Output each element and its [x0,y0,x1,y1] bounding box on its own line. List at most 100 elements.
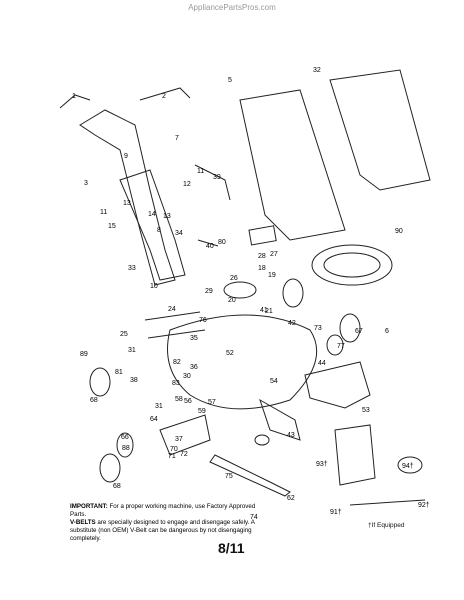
label-33: 33 [128,265,136,272]
label-15: 15 [108,223,116,230]
label-53: 53 [362,407,370,414]
handle-bar-left [59,94,91,109]
label-20: 20 [228,297,236,304]
label-89: 89 [80,351,88,358]
label-76: 76 [199,317,207,324]
footnote: †If Equipped [368,522,405,529]
label-64: 64 [150,416,158,423]
label-67: 67 [355,328,363,335]
label-40: 40 [206,243,214,250]
important-label: IMPORTANT: [70,503,108,510]
label-31b: 31 [155,403,163,410]
label-39: 39 [213,174,221,181]
label-83: 83 [172,380,180,387]
label-72: 72 [180,451,188,458]
label-91: 91† [330,509,342,516]
label-74: 74 [250,514,258,521]
label-14: 14 [148,211,156,218]
label-42: 42 [288,320,296,327]
important-text: For a proper working machine, use Factor… [70,503,256,518]
wheel-66 [116,432,134,458]
label-26: 26 [230,275,238,282]
handle-bar [139,87,191,101]
label-18: 18 [258,265,266,272]
label-27: 27 [270,251,278,258]
label-9: 9 [124,153,128,160]
label-5: 5 [228,77,232,84]
label-44: 44 [318,360,326,367]
label-92: 92† [418,502,430,509]
label-8: 8 [157,227,161,234]
label-93: 93† [316,461,328,468]
wheel-88-left [89,367,111,397]
grass-bag-5 [239,89,346,241]
page-number: 8/11 [218,540,245,556]
lower-handle [119,169,186,281]
label-82: 82 [173,359,181,366]
label-71: 71 [168,453,176,460]
label-36: 36 [190,364,198,371]
rear-wheel-right [282,278,304,308]
part-94 [397,456,423,474]
label-68b: 68 [113,483,121,490]
label-56: 56 [184,398,192,405]
label-3: 3 [84,180,88,187]
label-54: 54 [270,378,278,385]
rod-92 [349,499,426,506]
label-6: 6 [385,328,389,335]
vbelts-text: are specially designed to engage and dis… [70,519,255,542]
label-88: 88 [122,445,130,452]
rear-guard-53 [304,361,371,409]
label-7: 7 [175,135,179,142]
engine-cover-90 [311,244,393,286]
label-32: 32 [313,67,321,74]
notes-block: IMPORTANT: For a proper working machine,… [70,503,270,543]
label-57: 57 [208,399,216,406]
label-13a: 13 [123,200,131,207]
label-12: 12 [183,181,191,188]
label-29: 29 [205,288,213,295]
label-25: 25 [120,331,128,338]
grass-bag-frame-32 [329,69,431,191]
label-21: 21 [265,308,273,315]
label-35: 35 [190,335,198,342]
label-70: 70 [170,446,178,453]
blade-62 [209,454,291,497]
label-43: 43 [287,432,295,439]
label-30: 30 [183,373,191,380]
vbelts-label: V-BELTS [70,519,96,526]
label-59: 59 [198,408,206,415]
bag-93 [334,424,376,486]
upper-handle [79,109,176,286]
wheel-68-bottom [99,453,121,483]
label-90: 90 [395,228,403,235]
label-68a: 68 [90,397,98,404]
label-62: 62 [287,495,295,502]
label-31a: 31 [128,347,136,354]
label-10: 10 [150,283,158,290]
label-11a: 11 [197,168,204,175]
label-24: 24 [168,306,176,313]
label-37: 37 [175,436,183,443]
label-80: 80 [218,239,226,246]
label-66: 66 [121,434,129,441]
label-13b: 13 [163,213,171,220]
label-34: 34 [175,230,183,237]
label-52: 52 [226,350,234,357]
label-75: 75 [225,473,233,480]
watermark: AppliancePartsPros.com [188,3,276,12]
label-94: 94† [402,463,414,470]
label-2: 2 [162,93,166,100]
label-19: 19 [268,272,276,279]
label-41: 41 [260,307,268,314]
mower-deck [167,314,318,410]
label-38: 38 [130,377,138,384]
label-81: 81 [115,369,123,376]
label-77: 77 [337,343,345,350]
label-73: 73 [314,325,322,332]
label-58: 58 [175,396,183,403]
wheel-67 [339,313,361,343]
label-11b: 11 [100,209,107,216]
label-28: 28 [258,253,266,260]
